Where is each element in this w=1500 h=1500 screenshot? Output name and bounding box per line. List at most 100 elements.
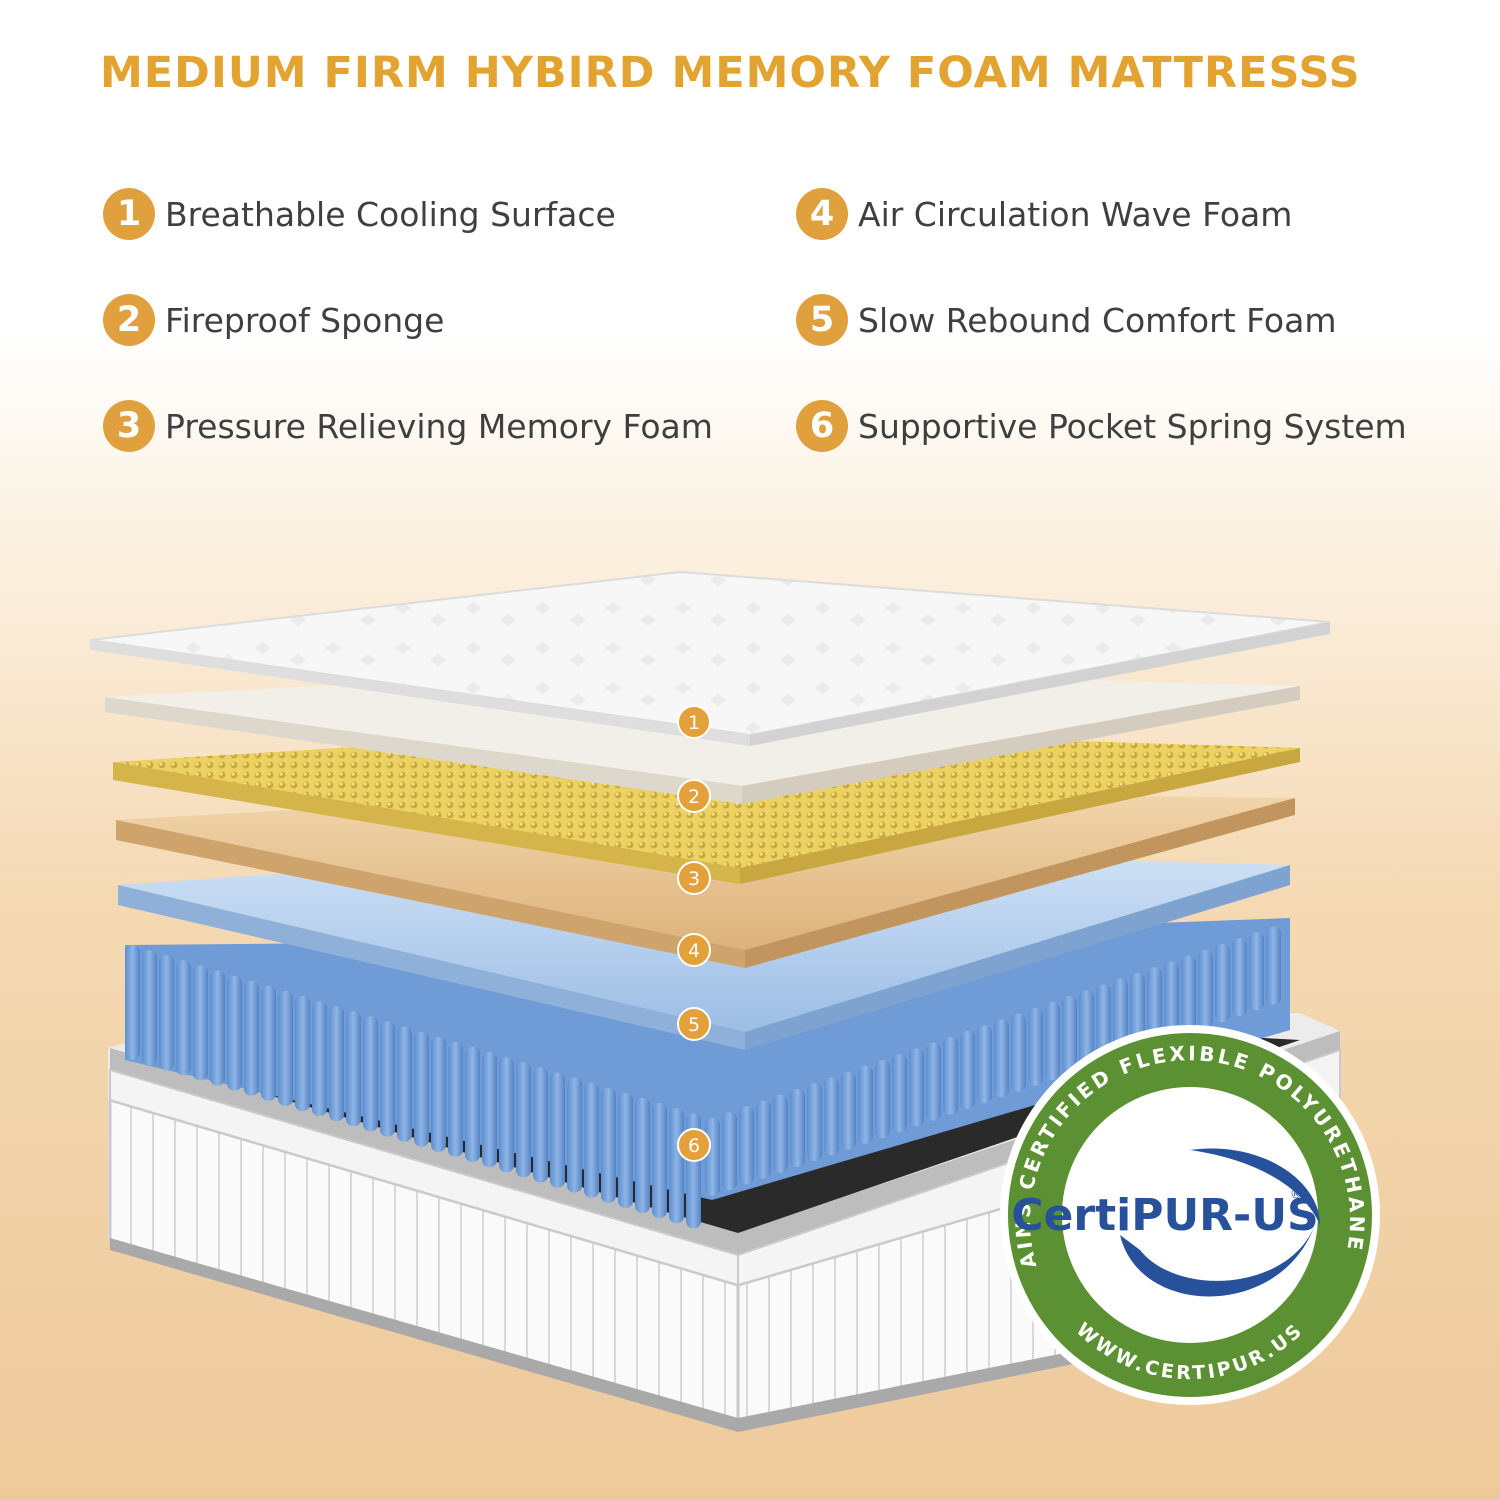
spring-coil	[807, 1083, 822, 1162]
spring-coil	[1198, 949, 1213, 1028]
spring-coil	[142, 950, 157, 1066]
spring-coil	[773, 1094, 788, 1173]
spring-coil	[482, 1052, 497, 1168]
spring-coil	[363, 1016, 378, 1132]
spring-coil	[295, 996, 310, 1111]
spring-coil	[1011, 1013, 1026, 1092]
spring-coil	[516, 1062, 531, 1178]
spring-coil	[601, 1087, 616, 1203]
layer-marker-5: 5	[677, 1007, 711, 1041]
feature-label: Fireproof Sponge	[165, 300, 445, 340]
feature-label: Supportive Pocket Spring System	[858, 406, 1407, 446]
feature-number-badge: 6	[796, 400, 848, 452]
layer-marker-label: 5	[688, 1014, 700, 1036]
spring-coil	[960, 1031, 975, 1109]
feature-label: Slow Rebound Comfort Foam	[858, 300, 1337, 340]
spring-coil	[550, 1072, 565, 1188]
spring-coil	[739, 1106, 754, 1185]
spring-coil	[1045, 1002, 1060, 1080]
feature-1: 1 Breathable Cooling Surface	[103, 186, 616, 242]
spring-coil	[977, 1025, 992, 1104]
feature-number-badge: 2	[103, 294, 155, 346]
spring-coil	[994, 1019, 1009, 1098]
feature-number-badge: 5	[796, 294, 848, 346]
spring-coil	[1079, 990, 1094, 1069]
spring-coil	[943, 1036, 958, 1115]
feature-label: Pressure Relieving Memory Foam	[165, 406, 713, 446]
spring-coil	[824, 1077, 839, 1156]
spring-coil	[159, 955, 174, 1071]
registered-mark: ®	[1290, 1187, 1302, 1201]
spring-coil	[756, 1100, 771, 1179]
layer-marker-label: 2	[688, 786, 700, 808]
spring-coil	[380, 1021, 395, 1137]
layer-marker-label: 4	[688, 940, 700, 962]
spring-coil	[1181, 955, 1196, 1034]
feature-label: Air Circulation Wave Foam	[858, 194, 1293, 234]
spring-coil	[1266, 926, 1281, 1005]
spring-coil	[210, 970, 225, 1086]
seal-brand: CertiPUR-US	[1011, 1190, 1318, 1241]
spring-coil	[584, 1082, 599, 1198]
spring-coil	[1164, 961, 1179, 1040]
spring-coil	[618, 1092, 633, 1208]
spring-coil	[1215, 944, 1230, 1022]
spring-coil	[705, 1118, 720, 1196]
spring-coil	[1232, 938, 1247, 1017]
spring-coil	[193, 965, 208, 1081]
layer-marker-label: 3	[688, 868, 700, 890]
layer-cooling-surface	[89, 570, 1331, 746]
pocket-spring-layer	[125, 918, 1290, 1229]
spring-coil	[533, 1067, 548, 1183]
spring-coil	[176, 960, 191, 1076]
spring-coil	[1028, 1007, 1043, 1086]
spring-coil	[431, 1036, 446, 1152]
spring-coil	[448, 1041, 463, 1157]
spring-coil	[278, 990, 293, 1106]
layer-marker-label: 6	[688, 1135, 700, 1157]
feature-number-badge: 3	[103, 400, 155, 452]
spring-coil	[1147, 967, 1162, 1046]
spring-coil	[499, 1057, 514, 1173]
spring-coil	[244, 980, 259, 1096]
feature-number-badge: 1	[103, 188, 155, 240]
spring-coil	[669, 1108, 684, 1224]
spring-coil	[261, 985, 276, 1101]
feature-4: 4 Air Circulation Wave Foam	[796, 186, 1292, 242]
spring-coil	[635, 1098, 650, 1213]
spring-coil	[1249, 932, 1264, 1011]
spring-coil	[125, 945, 140, 1060]
spring-coil	[1096, 984, 1111, 1063]
feature-6: 6 Supportive Pocket Spring System	[796, 398, 1407, 454]
layer-marker-4: 4	[677, 933, 711, 967]
spring-coil	[227, 975, 242, 1091]
spring-coil	[790, 1089, 805, 1167]
spring-coil	[652, 1103, 667, 1219]
page-title: MEDIUM FIRM HYBIRD MEMORY FOAM MATTRESSS	[100, 48, 1361, 98]
spring-coil	[397, 1026, 412, 1142]
spring-coil	[722, 1112, 737, 1191]
spring-coil	[875, 1060, 890, 1138]
spring-coil	[1062, 996, 1077, 1075]
spring-coil	[329, 1006, 344, 1122]
spring-coil	[858, 1065, 873, 1144]
spring-coil	[567, 1077, 582, 1193]
spring-coil	[892, 1054, 907, 1133]
spring-coil	[346, 1011, 361, 1127]
feature-3: 3 Pressure Relieving Memory Foam	[103, 398, 713, 454]
layer-marker-2: 2	[677, 779, 711, 813]
spring-coil	[909, 1048, 924, 1127]
spring-coil	[312, 1001, 327, 1117]
feature-number-badge: 4	[796, 188, 848, 240]
spring-coil	[841, 1071, 856, 1150]
layer-marker-3: 3	[677, 861, 711, 895]
layer-marker-6: 6	[677, 1128, 711, 1162]
layer-marker-1: 1	[677, 705, 711, 739]
feature-5: 5 Slow Rebound Comfort Foam	[796, 292, 1336, 348]
spring-coil	[926, 1042, 941, 1121]
feature-2: 2 Fireproof Sponge	[103, 292, 444, 348]
spring-coil	[465, 1047, 480, 1162]
feature-label: Breathable Cooling Surface	[165, 194, 616, 234]
spring-coil	[414, 1031, 429, 1147]
